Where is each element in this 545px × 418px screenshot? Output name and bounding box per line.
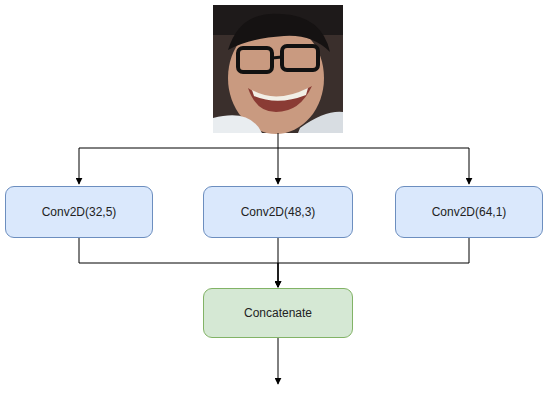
split-line xyxy=(79,148,469,149)
conv-box: Conv2D(32,5) xyxy=(5,186,153,238)
split-line xyxy=(79,148,80,184)
conv-box: Conv2D(64,1) xyxy=(395,186,543,238)
split-line xyxy=(469,148,470,184)
face-photo xyxy=(213,5,343,134)
merge-connector xyxy=(278,238,469,287)
box-label: Conv2D(48,3) xyxy=(235,205,322,219)
box-label: Concatenate xyxy=(238,306,318,320)
output-line xyxy=(278,338,279,384)
conv-box: Conv2D(48,3) xyxy=(203,186,353,238)
split-lines xyxy=(79,133,469,384)
box-label: Conv2D(64,1) xyxy=(426,205,513,219)
split-line xyxy=(278,133,279,184)
merge-connector xyxy=(79,238,278,287)
box-label: Conv2D(32,5) xyxy=(36,205,123,219)
concat-box: Concatenate xyxy=(203,288,353,338)
